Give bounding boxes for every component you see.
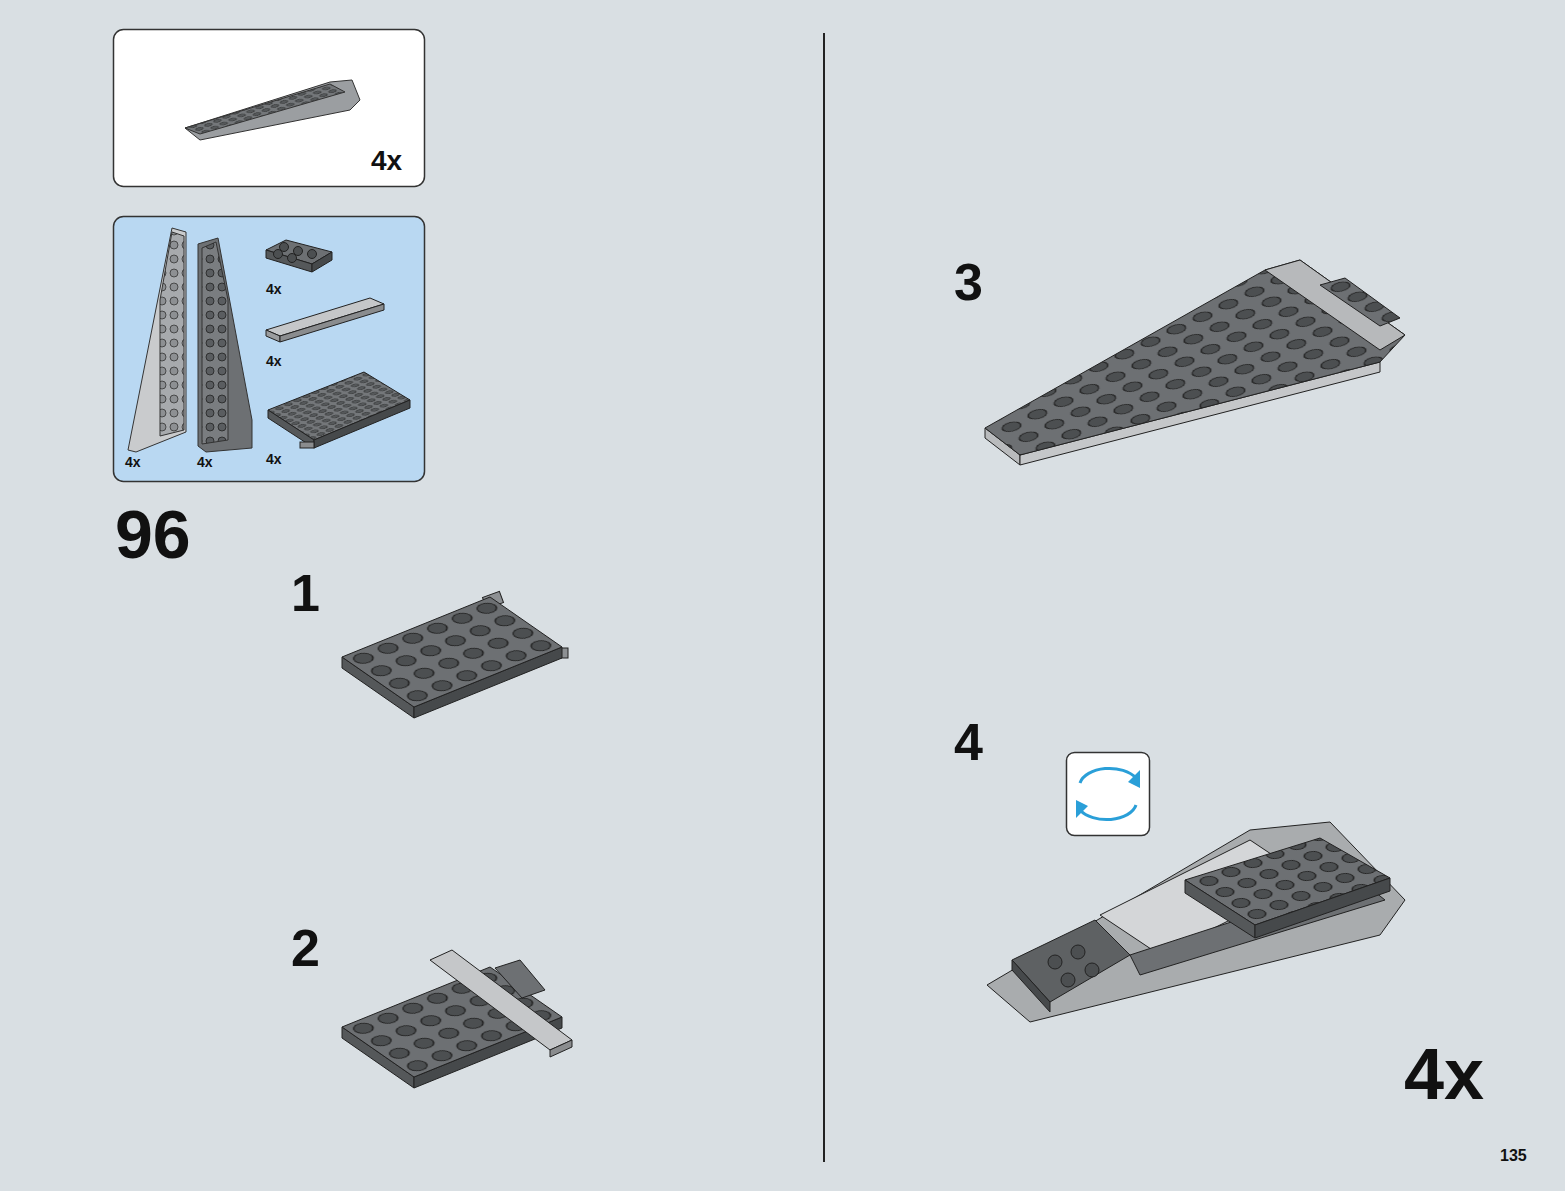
quantity-label: 4x xyxy=(197,455,213,469)
quantity-multiplier: 4x xyxy=(1404,1038,1484,1110)
rotate-icon xyxy=(1067,753,1150,836)
plate-2x3 xyxy=(266,240,332,272)
wedge-plate-right xyxy=(128,228,186,452)
substep-number: 3 xyxy=(954,256,983,308)
substep-number: 4 xyxy=(954,716,983,768)
parts-list-frame xyxy=(114,217,425,482)
result-callout-frame xyxy=(114,30,425,187)
step2-plate xyxy=(342,950,572,1088)
quantity-label: 4x xyxy=(266,354,282,368)
substep-number: 2 xyxy=(291,922,320,974)
step-number: 96 xyxy=(115,500,191,568)
quantity-label: 4x xyxy=(266,452,282,466)
divider-line xyxy=(823,33,825,1162)
wedge-assembly-thumb xyxy=(185,80,360,140)
wedge-plate-left xyxy=(198,238,252,452)
tile-1x6 xyxy=(266,298,384,342)
plate-4x6-hinge xyxy=(268,372,410,448)
substep-number: 1 xyxy=(291,567,320,619)
parts-list-box: 4x 4x 4x 4x 4x xyxy=(113,216,425,482)
step3-wedge xyxy=(985,260,1405,465)
result-callout: 4x xyxy=(113,29,425,187)
step4-assembly xyxy=(987,822,1405,1022)
quantity-label: 4x xyxy=(371,147,402,175)
quantity-label: 4x xyxy=(125,455,141,469)
step1-plate xyxy=(342,591,568,718)
quantity-label: 4x xyxy=(266,282,282,296)
page-number: 135 xyxy=(1500,1148,1527,1164)
